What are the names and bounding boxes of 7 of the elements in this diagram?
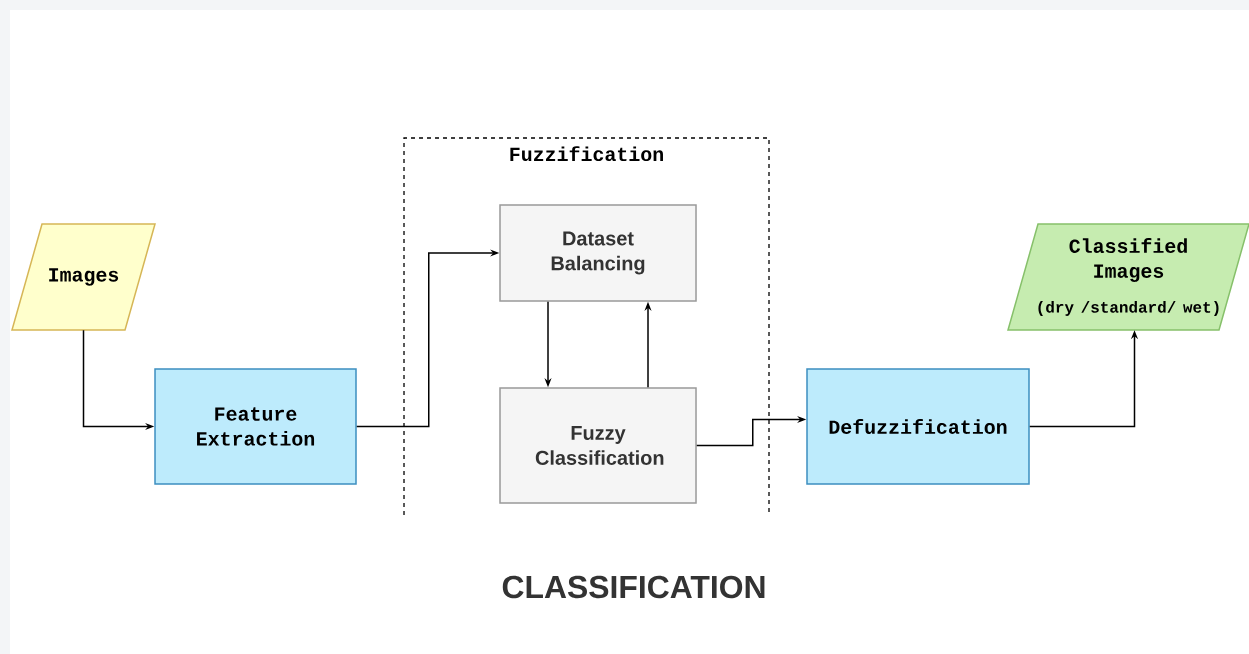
process-box: Feature Extraction	[154, 368, 357, 485]
output-parallelogram: Classified Images (dry /standard/ wet)	[1007, 223, 1249, 331]
process-box: Dataset Balancing	[499, 204, 697, 302]
process-box: Fuzzy Classification	[499, 387, 697, 504]
caption: CLASSIFICATION	[502, 575, 765, 599]
input-parallelogram: Images	[11, 223, 156, 331]
process-box: Defuzzification	[806, 368, 1030, 485]
